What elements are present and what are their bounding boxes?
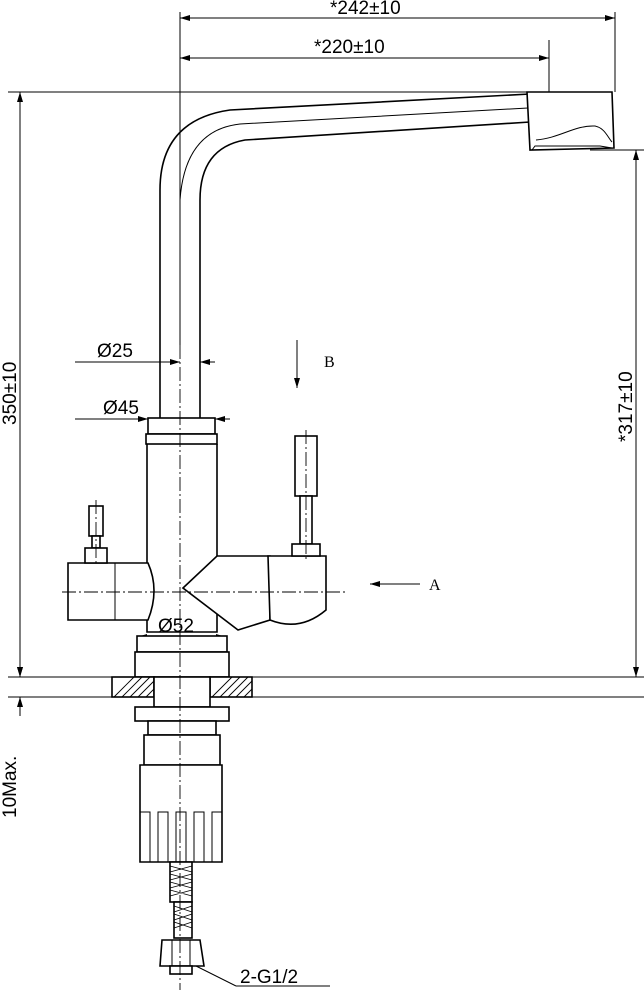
- dim-body-diameter: Ø45: [103, 398, 139, 419]
- view-arrows: B A: [294, 340, 441, 594]
- dimension-lines: [8, 12, 644, 987]
- dim-connection: 2-G1/2: [240, 967, 298, 988]
- dim-spout-reach-total: *242±10: [330, 0, 401, 19]
- dim-body-height: 350±10: [0, 362, 21, 425]
- view-arrow-b-label: B: [324, 354, 335, 371]
- center-lines: [62, 345, 345, 990]
- dim-spout-reach: *220±10: [314, 37, 385, 58]
- dim-base-diameter: Ø52: [158, 616, 194, 637]
- dim-spout-height: *317±10: [616, 371, 637, 442]
- faucet-outline: [67, 91, 615, 975]
- view-arrow-a-label: A: [429, 577, 441, 594]
- dim-max-countertop: 10Max.: [0, 756, 21, 818]
- dim-spout-tube-diameter: Ø25: [97, 341, 133, 362]
